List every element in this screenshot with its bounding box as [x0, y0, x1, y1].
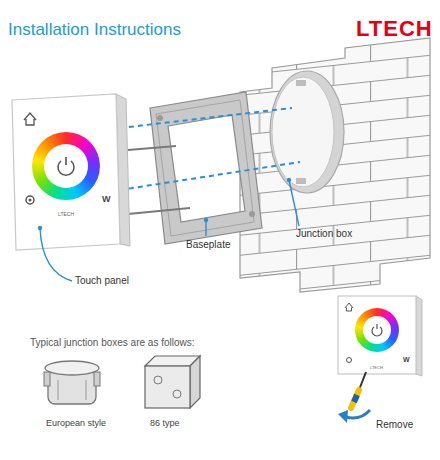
knockout-hole — [173, 390, 181, 398]
baseplate-hole — [157, 115, 163, 121]
ring-center — [44, 144, 88, 188]
european-junction-box — [44, 361, 100, 404]
screwdriver-grip — [354, 395, 357, 402]
box-clip — [94, 372, 100, 386]
box-type-name: 86 type — [150, 419, 180, 428]
action-label: Remove — [376, 420, 413, 430]
box-front — [145, 366, 190, 408]
baseplate-edge — [156, 100, 254, 236]
home-icon — [345, 303, 353, 311]
power-stem — [65, 157, 67, 165]
panel-key-label: W — [403, 356, 410, 363]
arrow-head — [338, 410, 348, 423]
part-name: Touch panel — [75, 276, 129, 286]
screw — [128, 208, 190, 214]
leader-dot — [287, 178, 291, 182]
panel-front — [338, 296, 416, 374]
junction-box-cavity — [272, 77, 334, 187]
color-ring — [355, 308, 399, 352]
box-lip — [45, 361, 99, 375]
mode-icon — [26, 196, 34, 204]
box-type-name: European style — [46, 419, 106, 428]
leader-line — [205, 220, 206, 236]
junction-box-rim — [270, 71, 344, 193]
screwdriver-handle — [351, 390, 359, 408]
screw — [128, 146, 176, 150]
junction-box-lug — [296, 178, 306, 184]
mode-icon — [347, 358, 352, 363]
leader-dot — [38, 226, 42, 230]
alignment-line — [120, 108, 292, 128]
small-touch-panel — [338, 296, 422, 376]
part-name: Baseplate — [186, 240, 230, 250]
touch-panel — [12, 94, 130, 250]
knockout-hole — [154, 376, 162, 384]
remove-arrow — [346, 410, 370, 418]
page-title: Installation Instructions — [8, 21, 181, 38]
mode-icon-dot — [29, 199, 32, 202]
brick-wall — [240, 38, 430, 292]
panel-front — [12, 94, 120, 250]
leader-line — [289, 180, 299, 226]
panel-brand: LTECH — [370, 366, 383, 370]
power-icon — [44, 144, 88, 188]
alignment-line — [120, 162, 300, 190]
panel-key-label: W — [102, 195, 111, 204]
leader-dot — [204, 218, 208, 222]
type-86-junction-box — [145, 356, 200, 408]
junction-box — [270, 71, 344, 193]
brand-logo: LTECH — [356, 18, 433, 40]
note: Typical junction boxes are as follows: — [30, 338, 195, 348]
part-name: Junction box — [296, 229, 352, 239]
power-stem — [376, 324, 377, 329]
box-rib — [86, 380, 87, 400]
panel-side — [416, 296, 422, 376]
leader-line — [40, 228, 72, 281]
box-clip — [44, 372, 50, 386]
box-rib — [58, 380, 59, 400]
ring-center — [363, 316, 391, 344]
baseplate-hole — [249, 211, 255, 217]
color-ring — [32, 132, 100, 200]
home-icon — [24, 113, 36, 125]
power-icon — [363, 316, 391, 344]
screwdriver — [351, 372, 366, 408]
junction-box-lug — [296, 80, 306, 86]
panel-brand: LTECH — [58, 212, 74, 217]
box-side — [190, 356, 200, 408]
baseplate-frame — [150, 92, 262, 244]
